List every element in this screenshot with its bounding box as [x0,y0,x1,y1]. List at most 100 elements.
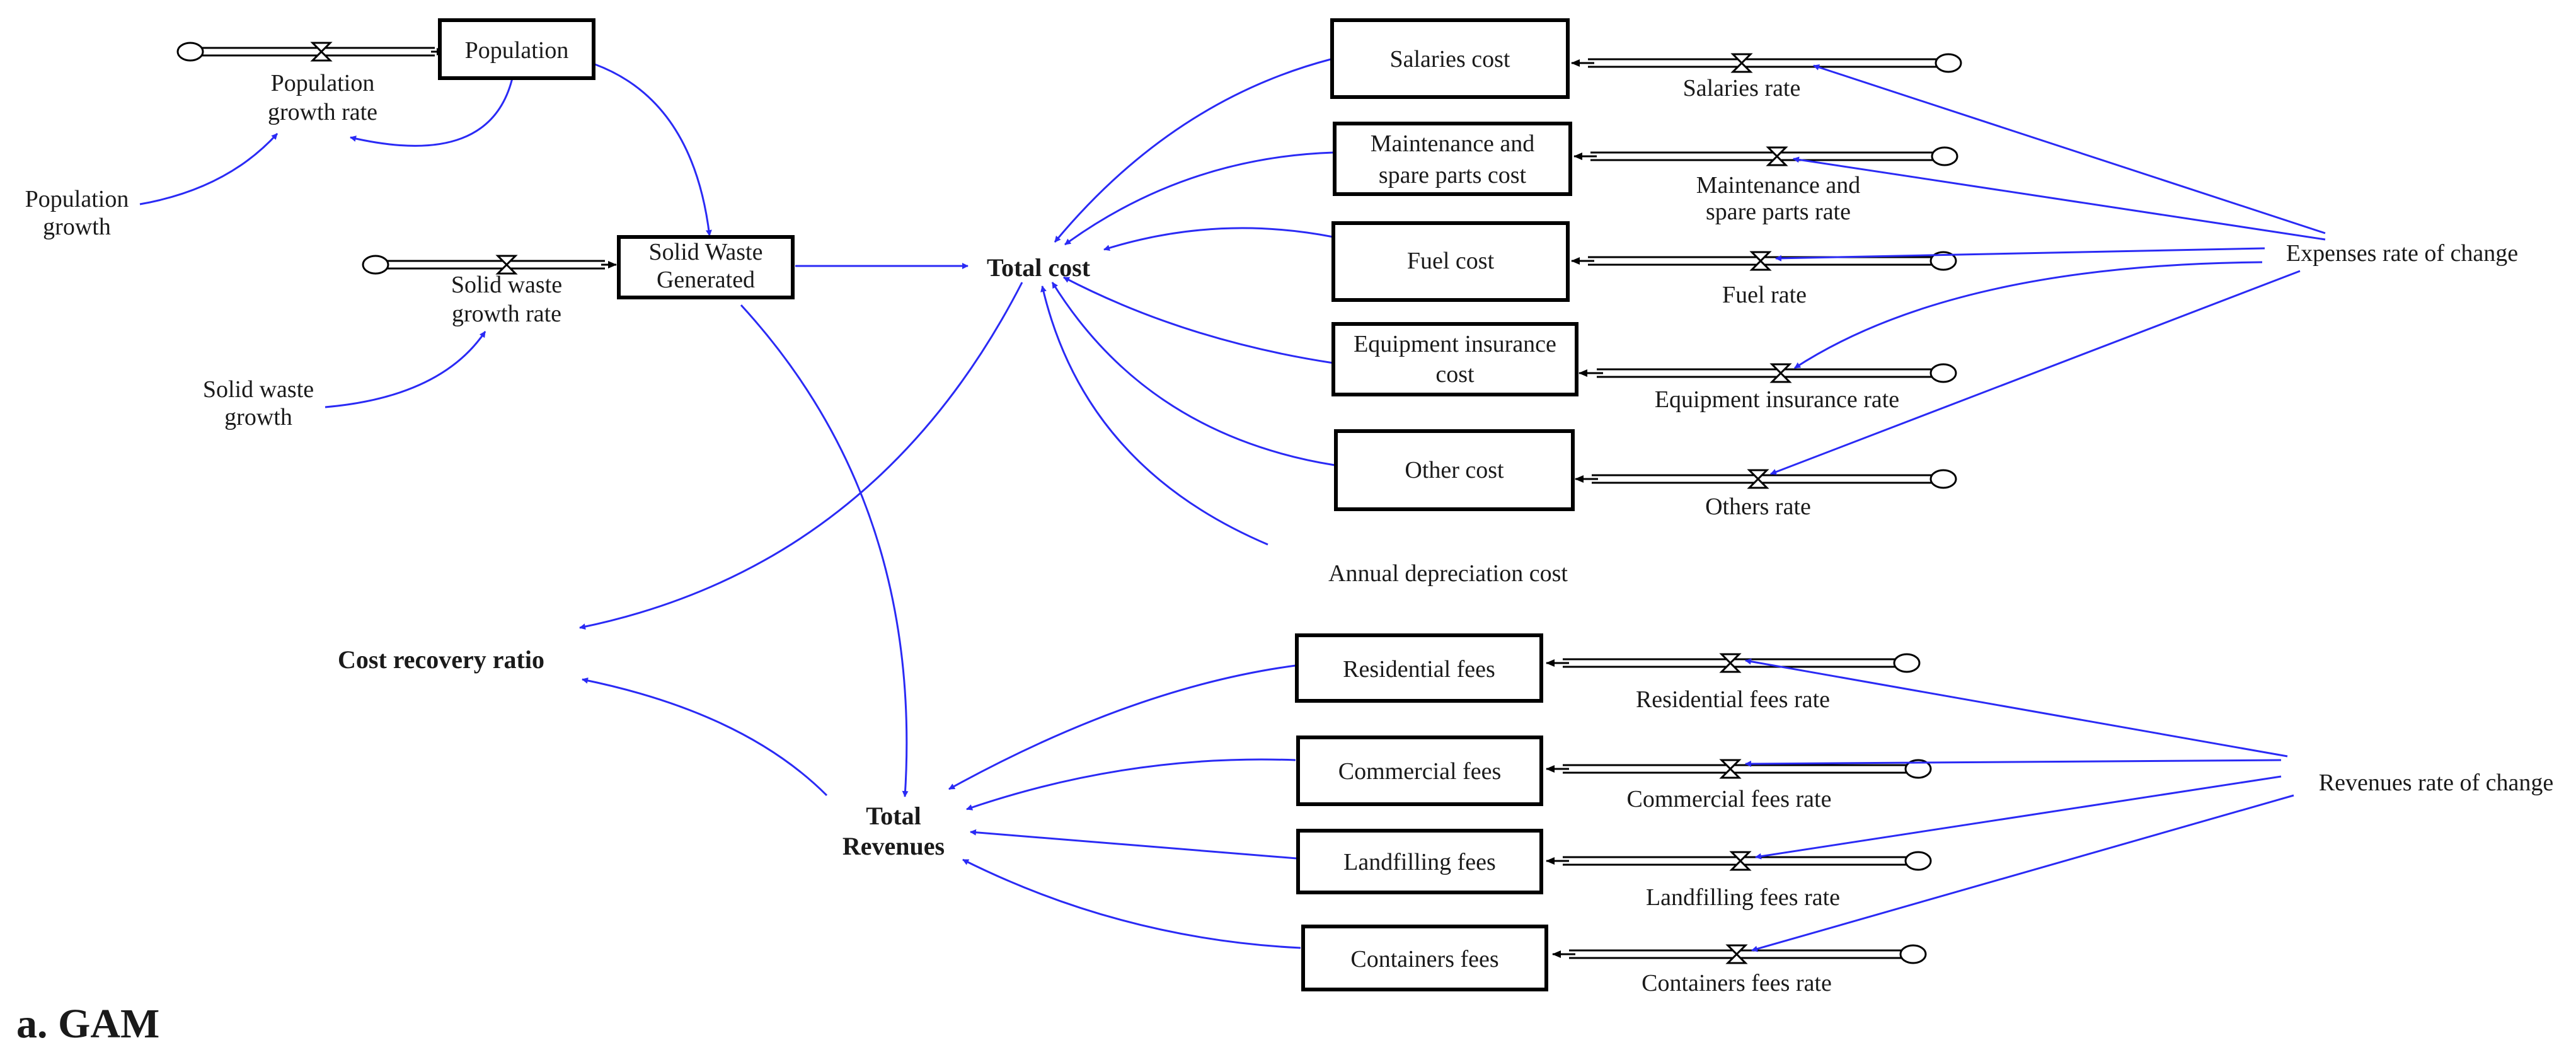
solid-waste-growth-rate-label-2: growth rate [452,301,561,327]
population-growth-label-1: Population [25,186,129,212]
cloud-icon [1904,759,1932,779]
commercial-fees-inflow [1546,764,1909,774]
landfilling-fees-rate-label: Landfilling fees rate [1646,884,1840,911]
valve-icon [1729,851,1752,871]
stock-box-landfilling-fees [1296,829,1543,894]
equipment-insurance-cost-label-2: cost [1435,361,1475,388]
flow-pipes [200,47,1940,959]
stock-boxes [438,18,1578,991]
link-equipment-insurance-to-total-cost [1063,276,1334,364]
stock-box-solid-waste [617,235,795,299]
valve-icon [1769,363,1792,383]
link-other-cost-to-total-cost [1051,282,1335,466]
causal-links [139,58,2326,952]
valve-icon [1725,944,1748,964]
cost-recovery-ratio-label: Cost recovery ratio [338,645,544,674]
link-revenues-to-commercial-rate [1745,759,2282,767]
landfilling-fees-label: Landfilling fees [1343,849,1496,875]
link-solid-waste-growth-to-rate [325,331,486,408]
solid-waste-label-2: Generated [657,267,755,293]
link-maintenance-to-total-cost [1064,151,1334,246]
solid-waste-growth-rate-label-1: Solid waste [451,272,562,298]
solid-waste-growth-label-1: Solid waste [203,376,314,403]
link-salaries-to-total-cost [1054,58,1331,243]
link-depreciation-to-total-cost [1040,286,1268,546]
other-cost-label: Other cost [1405,457,1504,483]
link-fuel-to-total-cost [1103,227,1334,251]
cloud-icon [1929,251,1957,271]
link-revenues-to-landfilling-rate [1755,775,2282,860]
total-revenues-label-2: Revenues [842,832,945,860]
residential-fees-inflow [1546,658,1897,668]
valve-icon [1719,759,1742,779]
stock-box-salaries [1330,18,1570,99]
total-cost-label: Total cost [987,253,1091,282]
rate-labels: Population growth rate Solid waste growt… [268,70,1899,996]
valve-icon [1730,53,1753,73]
stock-box-population [438,18,595,80]
landfilling-fees-inflow [1546,856,1909,866]
expenses-rate-of-change-label: Expenses rate of change [2286,240,2518,267]
fuel-rate-label: Fuel rate [1722,282,1807,308]
solid-waste-inflow [386,260,617,270]
cloud-icon [1899,944,1927,964]
stock-box-fuel [1331,221,1570,302]
stock-box-maintenance [1333,122,1572,196]
solid-waste-label-1: Solid Waste [649,239,763,265]
cloud-icon [1929,469,1957,489]
population-label: Population [465,37,569,64]
population-growth-label-2: growth [43,214,111,240]
valve-icon [495,255,518,275]
annual-depreciation-cost-label: Annual depreciation cost [1328,560,1568,587]
link-commercial-to-total-revenues [966,758,1296,811]
containers-fees-inflow [1552,949,1904,959]
residential-fees-label: Residential fees [1343,656,1495,683]
equipment-insurance-inflow [1578,368,1935,378]
revenues-rate-of-change-label: Revenues rate of change [2319,770,2553,796]
link-containers-to-total-revenues [962,858,1301,949]
valve-icon [1747,469,1769,489]
population-growth-rate-label-2: growth rate [268,99,377,125]
fuel-inflow [1571,256,1935,266]
link-expenses-to-fuel-rate [1775,247,2265,262]
link-total-cost-to-cost-recovery [579,282,1023,630]
link-revenues-to-containers-rate [1751,794,2294,952]
link-expenses-to-equipment-rate [1794,261,2263,369]
stock-box-commercial-fees [1296,736,1543,806]
maintenance-cost-label-2: spare parts cost [1379,162,1527,188]
valve-icon [1749,251,1772,271]
valve-icon [1719,653,1742,673]
maintenance-rate-label-1: Maintenance and [1696,172,1861,199]
stock-box-other-cost [1334,429,1575,511]
valve-icon [310,42,333,62]
valve-icon [1766,146,1788,166]
figure-caption: a. GAM [16,1001,159,1047]
cloud-icon [1935,53,1962,73]
commercial-fees-rate-label: Commercial fees rate [1627,786,1832,812]
source-clouds [176,42,1962,964]
solid-waste-growth-label-2: growth [224,404,292,430]
salaries-rate-label: Salaries rate [1683,75,1801,101]
maintenance-inflow [1573,151,1935,161]
variable-labels: Population growth Solid waste growth Tot… [25,186,2554,860]
stock-labels: Population Solid Waste Generated Salarie… [465,37,1556,972]
stock-box-containers-fees [1301,925,1548,991]
equipment-insurance-cost-label-1: Equipment insurance [1354,331,1556,357]
containers-fees-rate-label: Containers fees rate [1642,970,1832,996]
cloud-icon [1904,851,1932,871]
fuel-cost-label: Fuel cost [1407,248,1495,274]
maintenance-cost-label-1: Maintenance and [1371,130,1535,157]
stock-box-equipment-insurance [1331,322,1578,396]
link-solid-waste-to-total-revenues [740,304,909,797]
link-revenues-to-residential-rate [1745,658,2288,758]
link-landfilling-to-total-revenues [970,829,1297,860]
salaries-inflow [1571,58,1940,68]
cloud-icon [1893,653,1921,673]
others-rate-label: Others rate [1705,493,1811,520]
population-growth-rate-label-1: Population [271,70,375,96]
link-expenses-to-maintenance-rate [1793,156,2326,241]
flow-valves [310,42,1792,964]
stock-box-residential-fees [1295,633,1543,703]
link-total-revenues-to-cost-recovery [582,677,828,797]
